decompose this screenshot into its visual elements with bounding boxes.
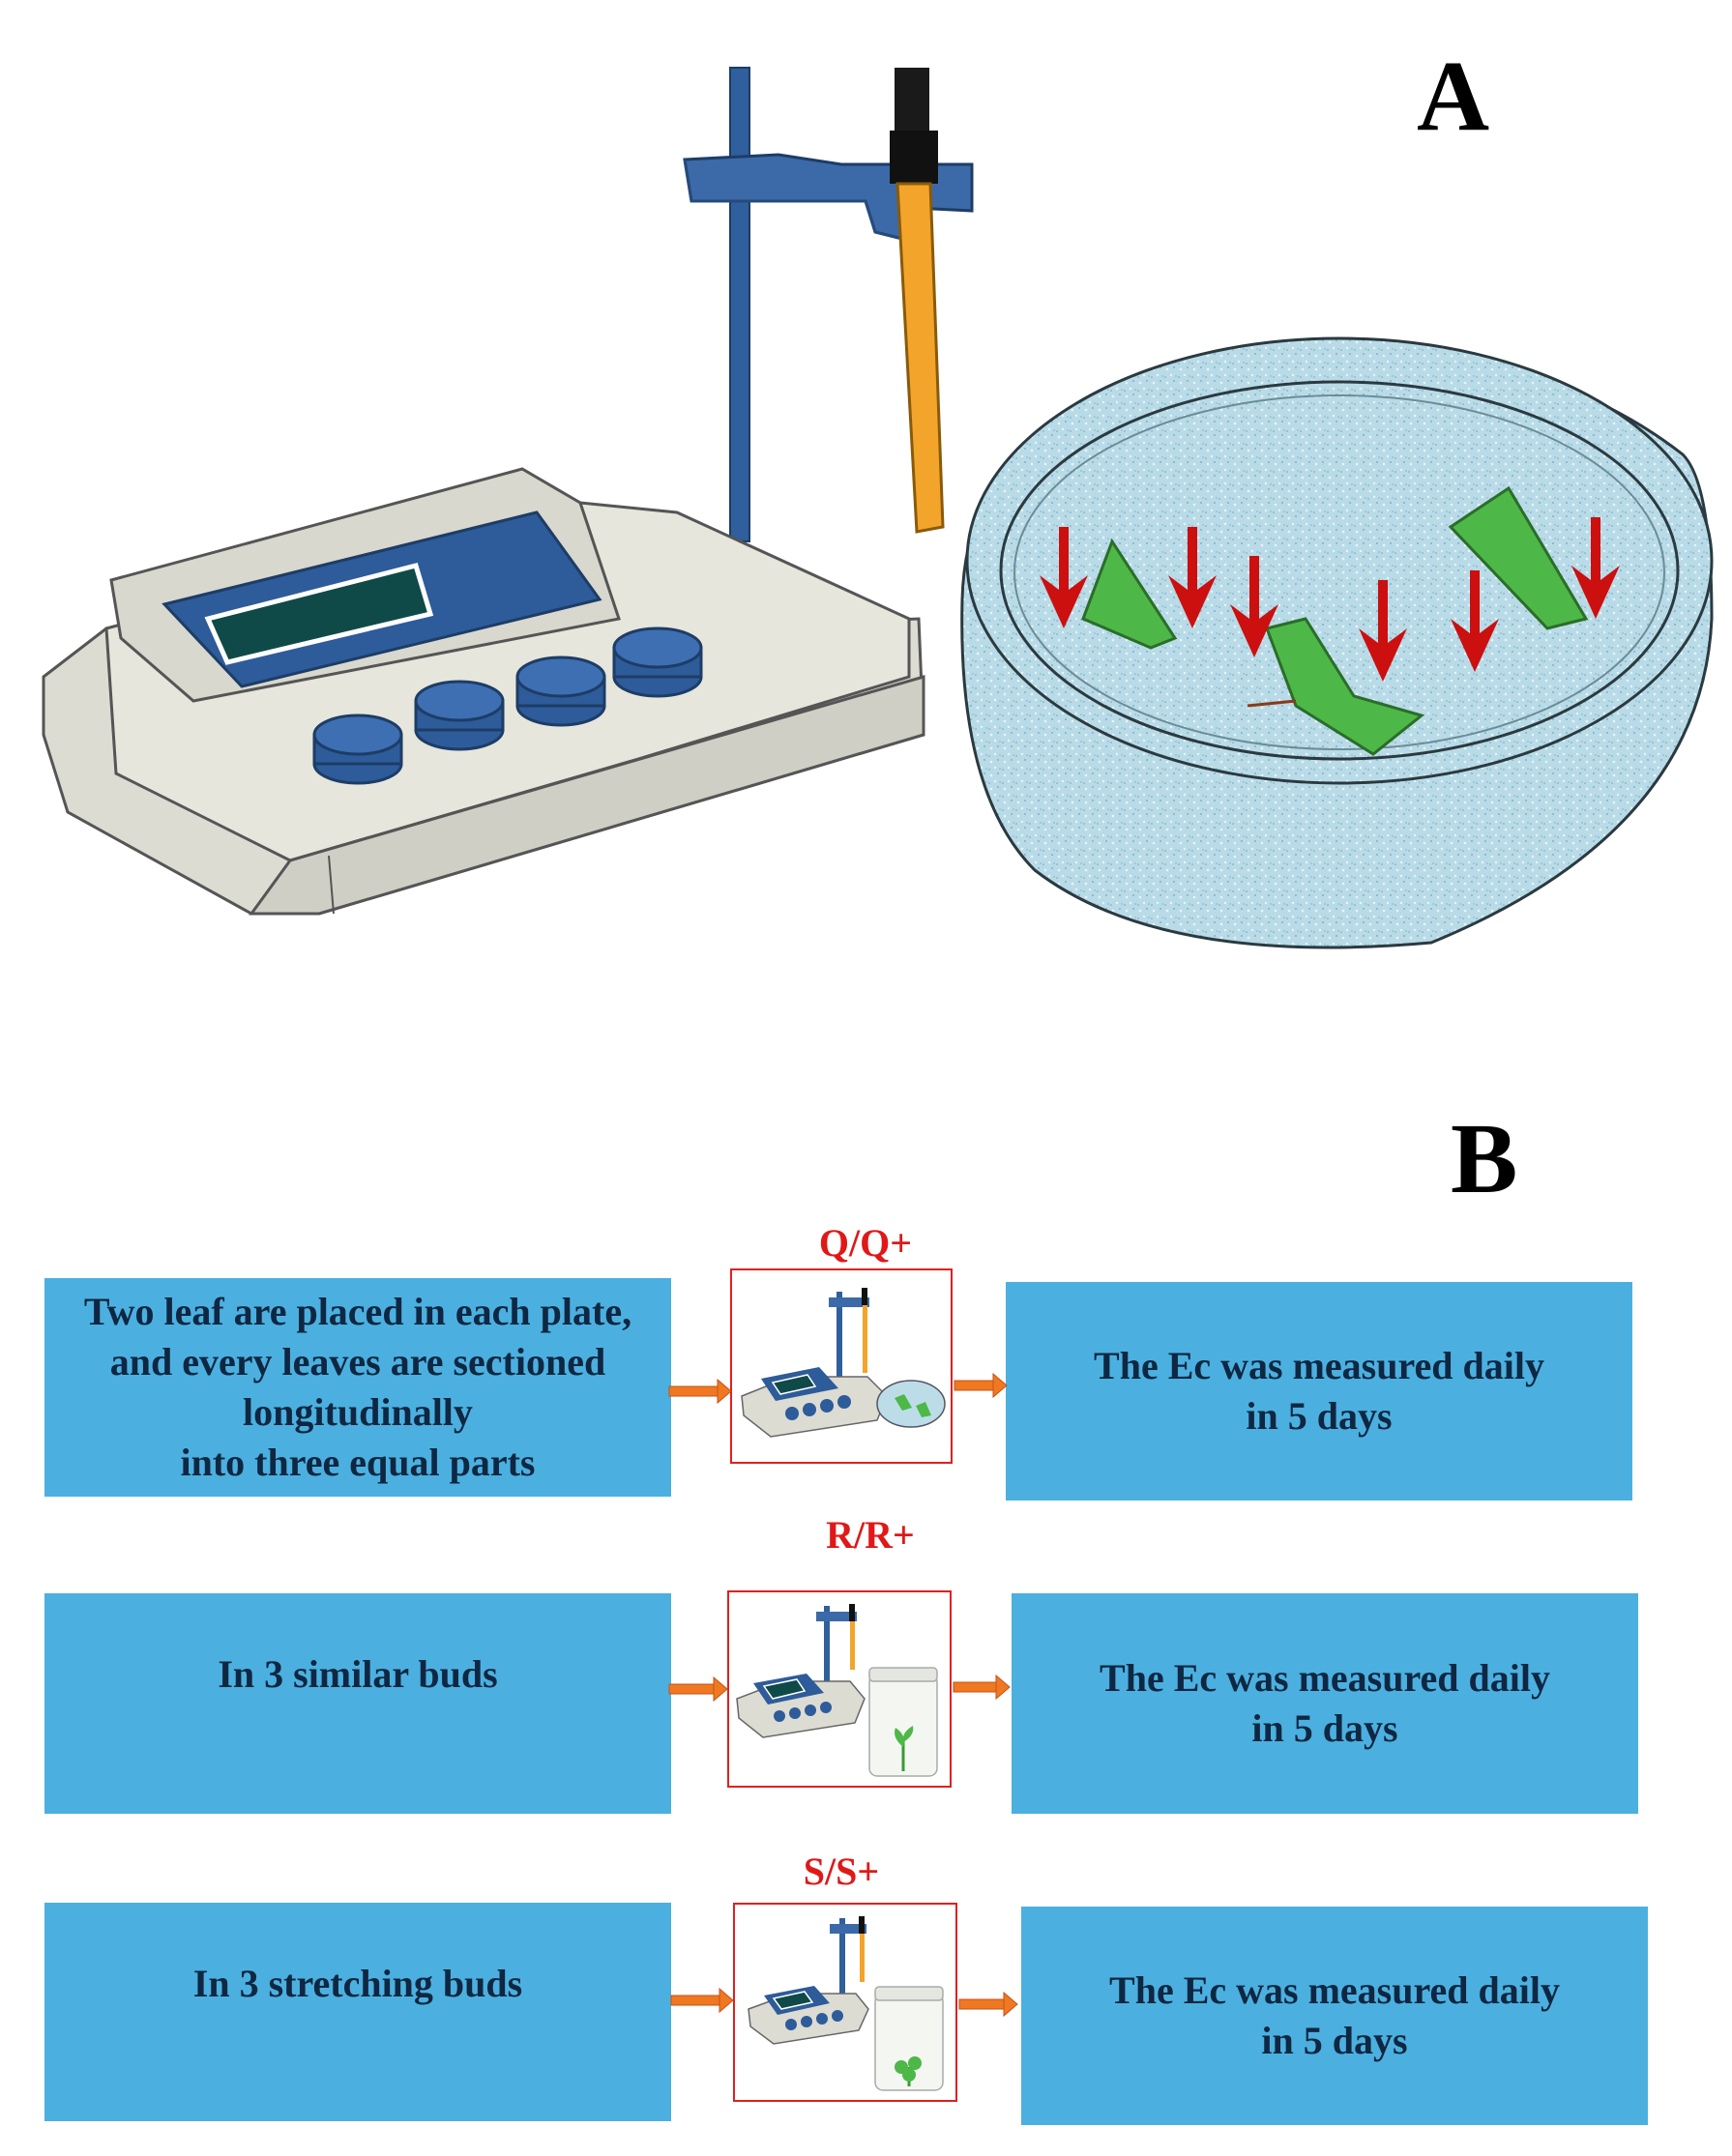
procedure-line: longitudinally	[243, 1390, 473, 1434]
procedure-line: In 3 similar buds	[218, 1652, 498, 1696]
measurement-line: in 5 days	[1261, 2019, 1408, 2062]
down-arrow-icon	[1451, 570, 1499, 672]
down-arrow-icon	[1040, 527, 1088, 628]
procedure-box-q: Two leaf are placed in each plate, and e…	[44, 1278, 671, 1497]
setup-thumbnail-r	[727, 1590, 952, 1788]
flow-arrow-icon	[954, 1372, 1008, 1399]
measurement-line: in 5 days	[1246, 1394, 1393, 1438]
measurement-line: The Ec was measured daily	[1109, 1968, 1560, 2012]
electrode-icon	[890, 68, 945, 534]
measurement-line: The Ec was measured daily	[1094, 1344, 1544, 1387]
down-arrow-icon	[1168, 527, 1217, 628]
setup-thumbnail-s	[733, 1903, 957, 2102]
down-arrow-icon	[1359, 580, 1407, 682]
procedure-line: Two leaf are placed in each plate,	[83, 1290, 632, 1333]
panel-a-label: A	[1417, 41, 1490, 152]
procedure-line: and every leaves are sectioned	[109, 1340, 606, 1384]
flow-arrow-icon	[668, 1378, 732, 1405]
condition-label-r: R/R+	[826, 1513, 915, 1557]
panel-b-label: B	[1451, 1103, 1518, 1214]
panel-a-illustration	[42, 67, 1714, 949]
down-arrow-icon	[1571, 517, 1620, 619]
ec-meter-icon	[42, 467, 925, 916]
flow-arrow-icon	[958, 1991, 1018, 2018]
setup-thumbnail-q	[730, 1268, 953, 1464]
condition-label-q: Q/Q+	[818, 1221, 913, 1265]
procedure-line: In 3 stretching buds	[192, 1962, 523, 2005]
measurement-line: in 5 days	[1251, 1706, 1398, 1750]
petri-dish-icon	[741, 1288, 946, 1438]
flow-arrow-icon	[953, 1674, 1011, 1701]
procedure-box-r: In 3 similar buds	[44, 1593, 671, 1814]
flow-arrow-icon	[670, 1987, 734, 2014]
measurement-line: The Ec was measured daily	[1100, 1656, 1550, 1700]
flow-arrow-icon	[668, 1675, 728, 1703]
jar-icon	[748, 1916, 944, 2091]
measurement-box-s: The Ec was measured daily in 5 days	[1021, 1907, 1648, 2125]
leaf-section-icon	[1081, 485, 1589, 756]
jar-icon	[736, 1604, 938, 1777]
down-arrow-icon	[1230, 556, 1278, 657]
measurement-box-q: The Ec was measured daily in 5 days	[1006, 1282, 1632, 1500]
measurement-box-r: The Ec was measured daily in 5 days	[1012, 1593, 1638, 1814]
procedure-line: into three equal parts	[180, 1441, 536, 1484]
petri-dish-icon	[960, 336, 1714, 949]
condition-label-s: S/S+	[803, 1850, 880, 1893]
procedure-box-s: In 3 stretching buds	[44, 1903, 671, 2121]
